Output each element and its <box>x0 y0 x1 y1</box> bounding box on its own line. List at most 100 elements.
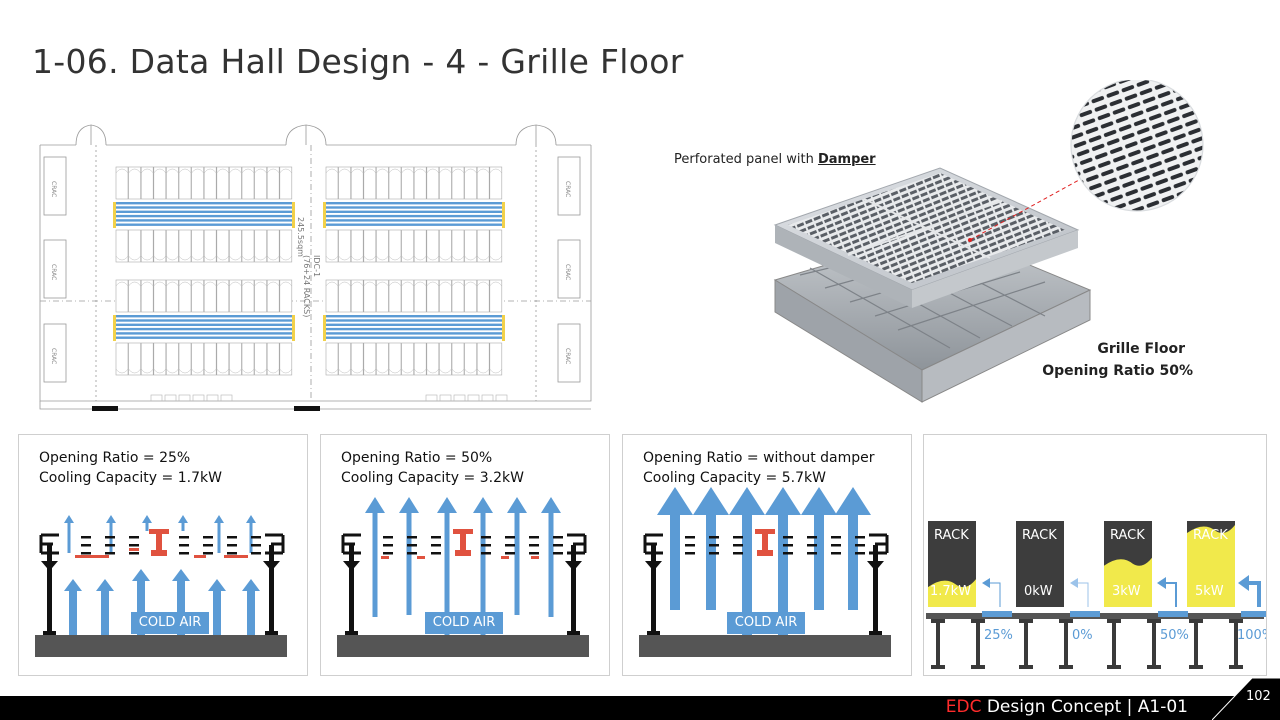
rack-cell <box>203 229 217 263</box>
rack-cell <box>153 279 167 313</box>
damper-plate <box>129 548 139 551</box>
grille-bar <box>203 544 213 547</box>
cold-aisle-stripe <box>326 327 502 331</box>
rack-cell <box>363 229 377 263</box>
grille-bar <box>383 552 393 555</box>
cold-air-label: COLD AIR <box>425 612 503 634</box>
cold-aisle-stripe <box>116 336 292 339</box>
cold-aisle-stripe <box>116 210 292 213</box>
pedestal <box>47 545 52 635</box>
rack-body <box>1016 521 1064 607</box>
opening-ratio-label: 50% <box>1160 628 1189 643</box>
panel-caption: Perforated panel with Damper <box>674 152 876 167</box>
rack-cell <box>401 229 414 263</box>
grille-bar <box>251 544 261 547</box>
rack-cell <box>401 279 414 313</box>
grille-bar <box>505 552 515 555</box>
rack-cell <box>350 229 364 263</box>
rack-cell <box>266 166 280 200</box>
air-flow-arrow <box>507 497 527 615</box>
footer-brand: EDC <box>945 697 982 717</box>
crac-label: CRAC <box>50 348 57 364</box>
pedestal <box>1152 619 1156 669</box>
grille-bar <box>81 552 91 555</box>
rack-cell <box>363 342 377 376</box>
rack-cell <box>401 166 414 200</box>
cooling-capacity-text: Cooling Capacity = 1.7kW <box>39 470 222 486</box>
rack-cell <box>266 342 280 376</box>
rack-cell <box>191 279 204 313</box>
opening-ratio-label: 25% <box>984 628 1013 643</box>
cold-aisle-stripe <box>116 214 292 218</box>
opening-ratio-text: Opening Ratio = 50% <box>341 450 493 466</box>
cold-aisle-stripe <box>116 327 292 331</box>
grille-bar <box>179 552 189 555</box>
rack-cell <box>350 166 364 200</box>
grille-bar <box>431 552 441 555</box>
airflow-diagram <box>337 497 589 657</box>
grille-bar <box>179 544 189 547</box>
rack-rows <box>113 166 505 376</box>
grille-tile <box>1241 611 1266 617</box>
rack-cell <box>140 166 154 200</box>
cold-aisle-stripe <box>326 323 502 326</box>
pedestal <box>269 545 274 635</box>
grille-opening-ratio: Opening Ratio 50% <box>1042 363 1193 379</box>
damper-actuator <box>149 529 169 556</box>
rack-cell <box>191 166 204 200</box>
cold-aisle-stripe <box>116 206 292 209</box>
rack-cell <box>241 279 255 313</box>
rack-cell <box>166 279 179 313</box>
rack-cell <box>413 342 427 376</box>
rack-cell <box>388 166 402 200</box>
rack-cell <box>229 279 242 313</box>
pedestal <box>1024 619 1028 669</box>
rack-load-label: 0kW <box>1024 584 1053 599</box>
cold-aisle-stripe <box>326 315 502 318</box>
rack-cell <box>128 279 141 313</box>
rack-cell <box>401 342 414 376</box>
air-return-arrow <box>990 582 1001 607</box>
air-flow-arrow <box>399 497 419 615</box>
rack-cell <box>489 229 503 263</box>
bottom-unit <box>150 394 163 402</box>
rack-cell <box>279 166 293 200</box>
rack-cell <box>426 279 440 313</box>
grille-bar <box>481 544 491 547</box>
damper-plate <box>194 555 206 558</box>
cold-aisle-stripe <box>116 323 292 326</box>
rack-cell <box>476 279 490 313</box>
grille-bar <box>529 536 539 539</box>
rack-cell <box>451 279 465 313</box>
grille-bar <box>81 536 91 539</box>
grille-bar <box>203 536 213 539</box>
rack-cell <box>128 166 141 200</box>
room-area: 245.5sqm <box>296 217 305 257</box>
rack-cell <box>153 229 167 263</box>
rack-cell <box>376 342 389 376</box>
rack-cell <box>178 279 192 313</box>
air-flow-arrow <box>132 569 150 635</box>
rack-cell <box>439 279 452 313</box>
rack-cell <box>178 166 192 200</box>
rack-cell <box>376 279 389 313</box>
bottom-unit <box>495 394 508 402</box>
air-flow-arrow <box>693 487 729 610</box>
air-flow-arrow <box>64 515 74 553</box>
cold-aisle-stripe <box>116 202 292 205</box>
air-flow-arrow <box>214 515 224 553</box>
rack-cell <box>451 342 465 376</box>
raised-floor-slab <box>35 635 287 657</box>
rack-cell <box>254 229 267 263</box>
rack-cell <box>489 166 503 200</box>
cold-aisle-stripe <box>116 315 292 318</box>
cold-aisle-stripe <box>326 219 502 222</box>
opening-ratio-label: 100% <box>1237 628 1266 643</box>
rack-cell <box>464 229 477 263</box>
cold-aisle-stripe <box>326 223 502 226</box>
page-title: 1-06. Data Hall Design - 4 - Grille Floo… <box>32 42 684 81</box>
bottom-unit <box>481 394 494 402</box>
air-flow-arrow <box>208 579 226 635</box>
air-flow-arrow <box>801 487 837 610</box>
